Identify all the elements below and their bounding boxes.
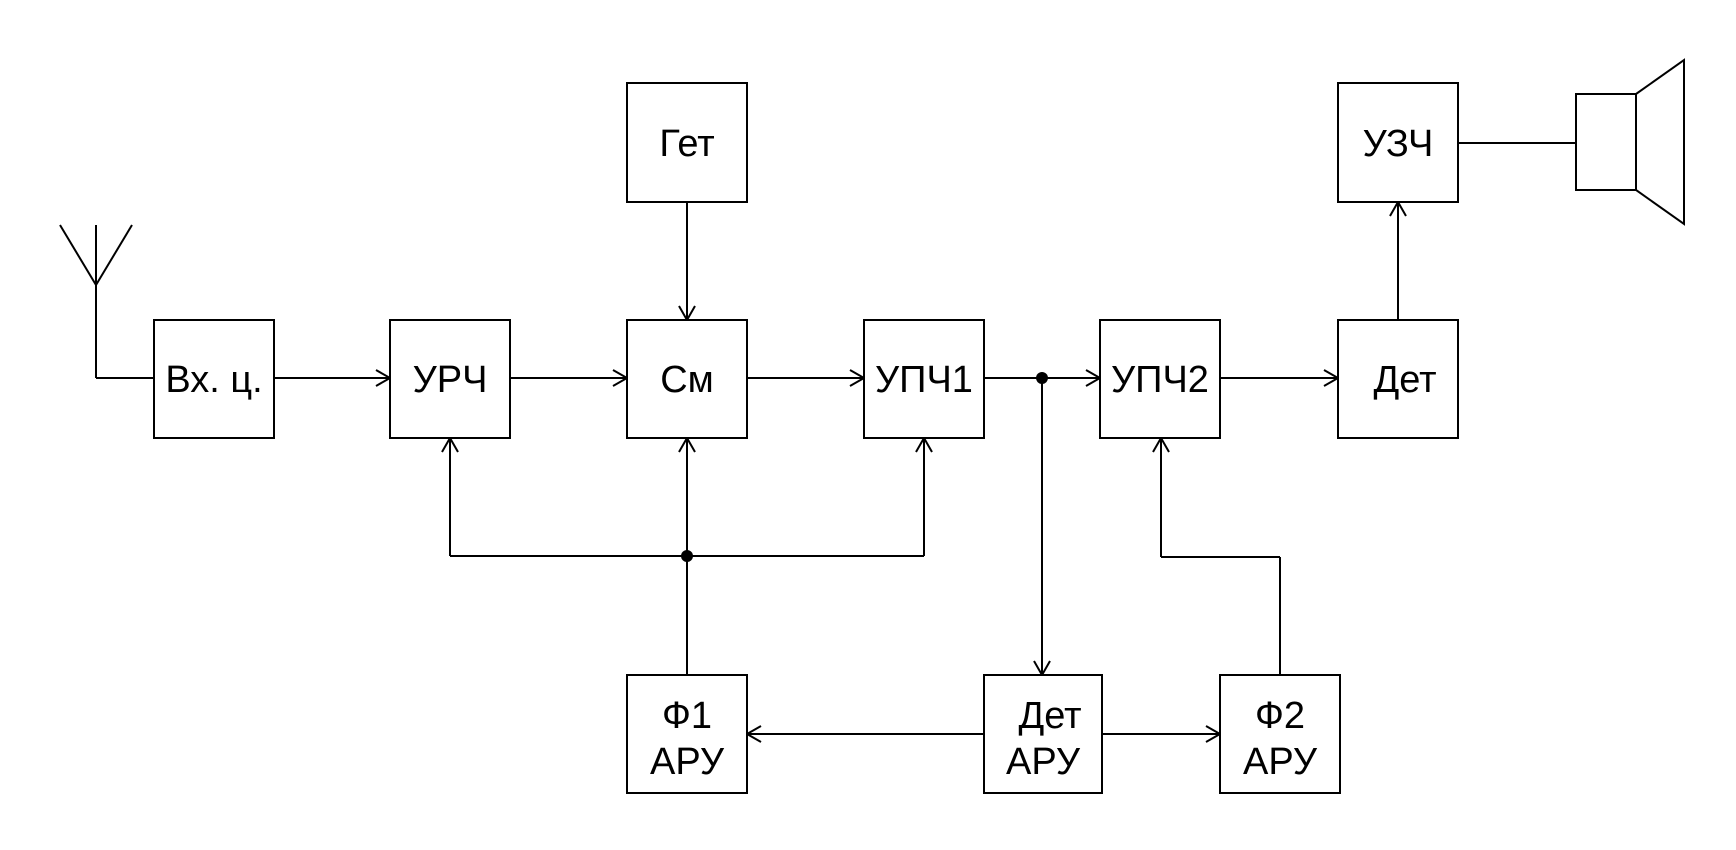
junction-dot <box>1036 372 1048 384</box>
block-label-line2: АРУ <box>1006 741 1081 783</box>
block-if-amplifier-2: УПЧ2 <box>1099 319 1221 439</box>
block-label: УПЧ1 <box>875 359 973 401</box>
block-label: Вх. ц. <box>165 359 262 401</box>
block-label: См <box>660 359 714 401</box>
block-agc-detector: Дет АРУ <box>983 674 1103 794</box>
junction-dot <box>681 550 693 562</box>
block-label-line2: АРУ <box>1243 741 1318 783</box>
block-if-amplifier-1: УПЧ1 <box>863 319 985 439</box>
block-label: УПЧ2 <box>1111 359 1209 401</box>
block-label-line2: АРУ <box>650 741 725 783</box>
block-input-circuit: Вх. ц. <box>153 319 275 439</box>
block-label-line1: Ф1 <box>662 695 712 737</box>
block-af-amplifier: УЗЧ <box>1337 82 1459 203</box>
loudspeaker-icon <box>1575 58 1685 226</box>
block-mixer: См <box>626 319 748 439</box>
block-agc-filter-2: Ф2 АРУ <box>1219 674 1341 794</box>
block-rf-amplifier: УРЧ <box>389 319 511 439</box>
block-label: Дет <box>1373 359 1436 401</box>
block-label: УРЧ <box>413 359 488 401</box>
block-label: УЗЧ <box>1363 123 1434 165</box>
block-label-line1: Дет <box>1018 695 1081 737</box>
block-detector: Дет <box>1337 319 1459 439</box>
antenna-icon <box>59 224 133 378</box>
block-agc-filter-1: Ф1 АРУ <box>626 674 748 794</box>
arrowheads <box>375 199 1407 743</box>
block-label: Гет <box>659 123 714 165</box>
block-label-line1: Ф2 <box>1255 695 1305 737</box>
block-heterodyne: Гет <box>626 82 748 203</box>
